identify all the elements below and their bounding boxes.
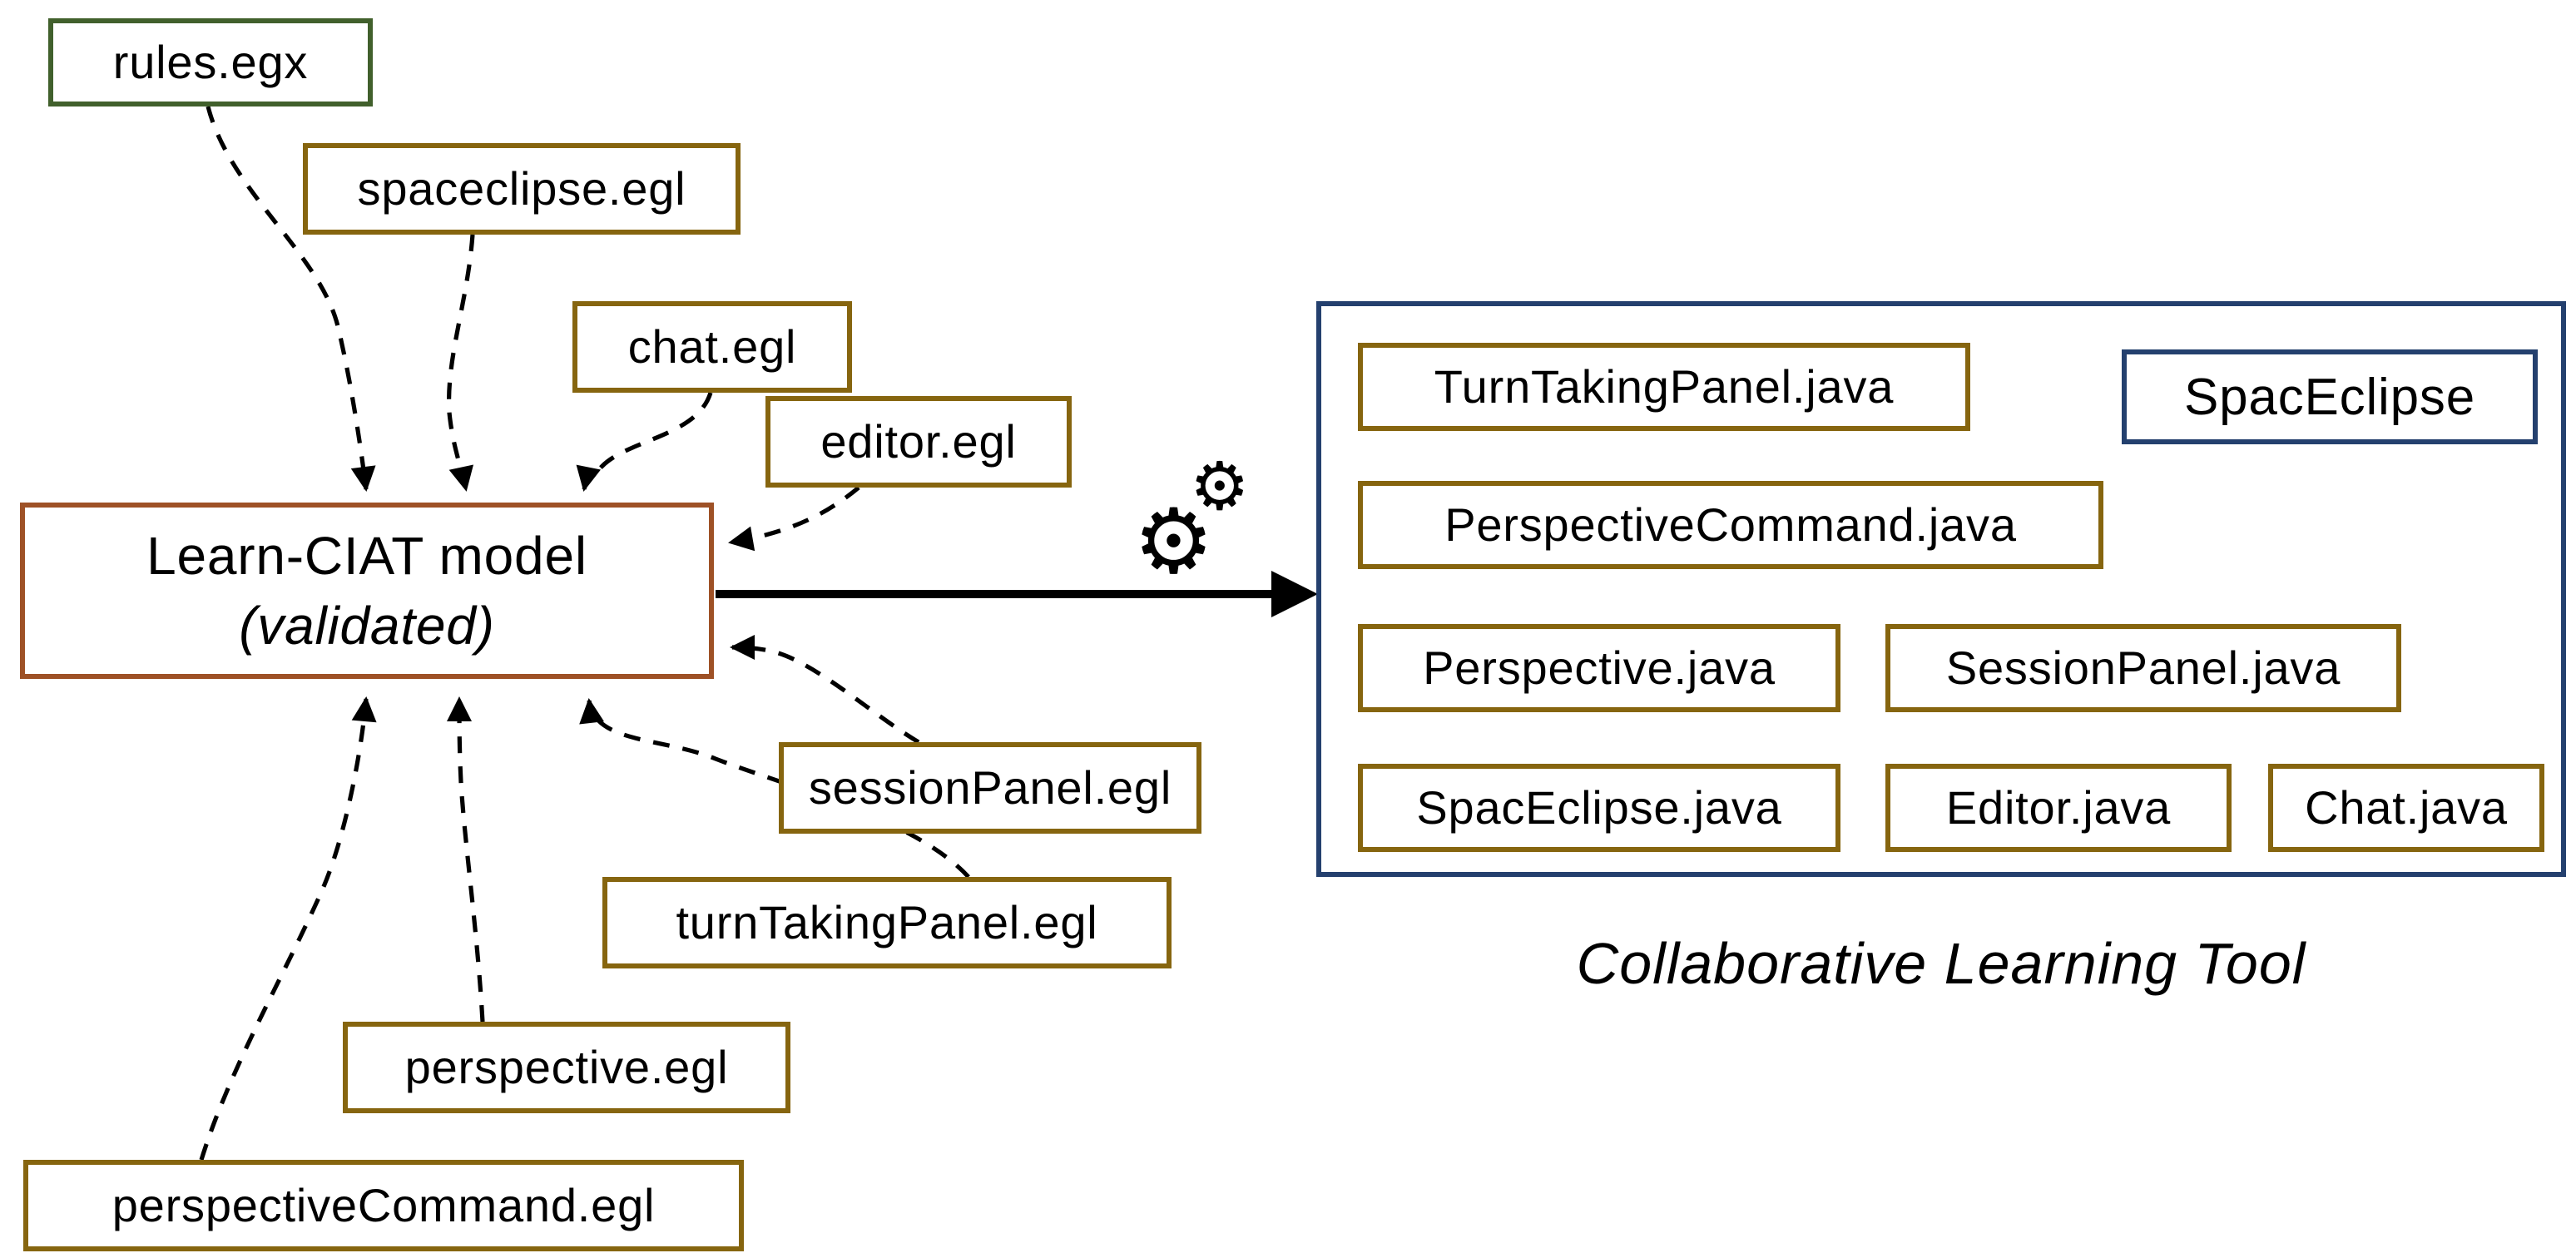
node-chat-java: Chat.java [2268, 764, 2544, 852]
node-sessionpanel-egl: sessionPanel.egl [779, 742, 1201, 834]
node-sessionpanel-java: SessionPanel.java [1885, 624, 2401, 712]
node-perspectivecommand-egl: perspectiveCommand.egl [23, 1160, 744, 1251]
gear-icon-small: ⚙ [1190, 449, 1250, 526]
node-perspective-egl: perspective.egl [343, 1022, 790, 1113]
model-title: Learn-CIAT model [146, 526, 587, 586]
connector-sessionpanel-to-model [730, 635, 920, 745]
connector-rules-to-model [206, 106, 376, 492]
node-perspective-java: Perspective.java [1358, 624, 1840, 712]
node-editor-java: Editor.java [1885, 764, 2232, 852]
model-box: Learn-CIAT model (validated) [20, 503, 714, 679]
connector-chat-to-model [576, 392, 713, 492]
tool-title-box: SpacEclipse [2122, 349, 2538, 444]
connector-spaceclipse-to-model [446, 234, 475, 492]
node-turntakingpanel-java: TurnTakingPanel.java [1358, 343, 1970, 431]
model-subtitle: (validated) [239, 596, 495, 656]
node-spaceclipse-egl: spaceclipse.egl [303, 143, 741, 235]
node-rules-egx: rules.egx [48, 18, 373, 106]
connector-turntakingpanel-to-model [579, 698, 970, 879]
node-spaceclipse-java: SpacEclipse.java [1358, 764, 1840, 852]
connector-perspective-to-model [447, 696, 485, 1023]
connector-perspectivecommand-to-model [199, 696, 377, 1161]
node-turntakingpanel-egl: turnTakingPanel.egl [602, 877, 1172, 968]
node-perspectivecommand-java: PerspectiveCommand.java [1358, 481, 2103, 569]
transform-arrow-head [1271, 571, 1318, 617]
node-editor-egl: editor.egl [765, 396, 1072, 488]
caption-collaborative-learning-tool: Collaborative Learning Tool [1576, 932, 2306, 997]
gear-icon-large: ⚙ [1133, 489, 1214, 594]
connector-editor-to-model [728, 486, 860, 552]
node-chat-egl: chat.egl [572, 301, 852, 393]
